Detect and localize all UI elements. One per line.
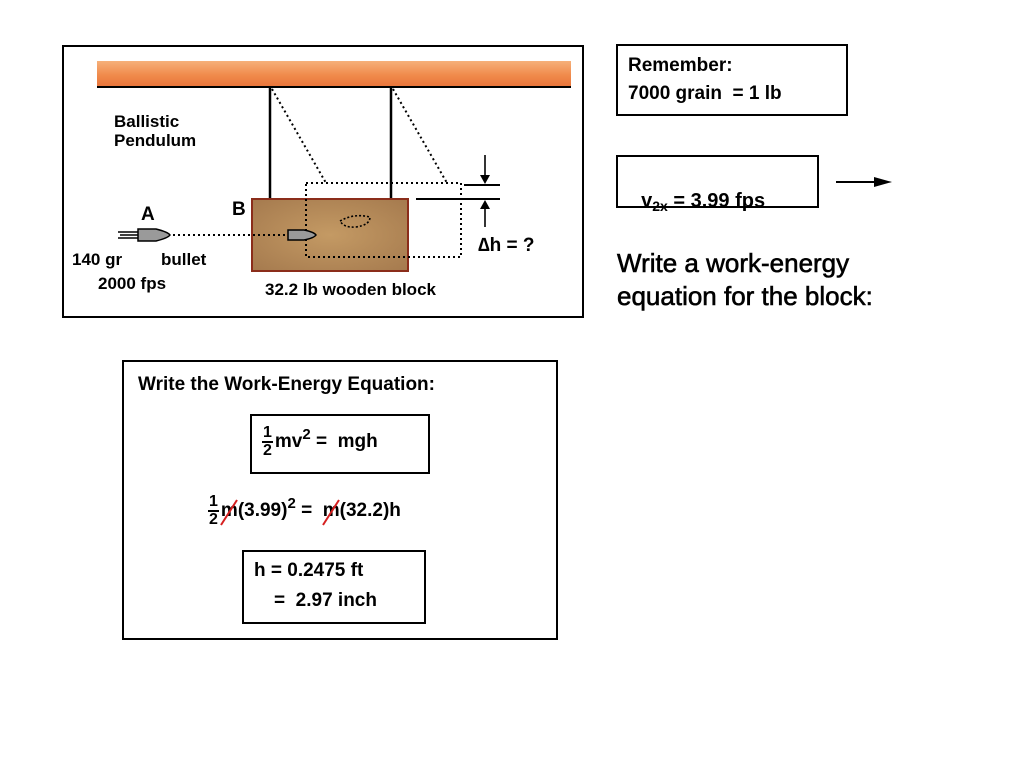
- instruction-text: Write a work-energy equation for the blo…: [617, 247, 873, 313]
- remember-title: Remember:: [628, 55, 733, 76]
- velocity-box: v2x = 3.99 fps: [616, 155, 819, 214]
- delta-h-label: ∆h = ?: [478, 235, 535, 256]
- instruction-line-2: equation for the block:: [617, 281, 873, 312]
- instruction-line-1: Write a work-energy: [617, 248, 850, 279]
- pendulum-drawing: [97, 61, 571, 272]
- equation-box-title: Write the Work-Energy Equation:: [138, 374, 435, 395]
- label-b: B: [232, 199, 246, 220]
- velocity-value: = 3.99 fps: [667, 190, 766, 212]
- displaced-block: [305, 182, 462, 258]
- label-a: A: [141, 204, 155, 225]
- result-box: h = 0.2475 ft = 2.97 inch: [242, 550, 426, 624]
- velocity-symbol: v: [641, 190, 653, 212]
- result-feet: h = 0.2475 ft: [254, 560, 364, 581]
- block-label: 32.2 lb wooden block: [265, 280, 436, 299]
- bullet-label: bullet: [161, 250, 207, 269]
- grain-conversion: 7000 grain = 1 lb: [628, 83, 782, 104]
- equation-2: 12m(3.99)2 = m(32.2)h: [208, 493, 401, 528]
- wooden-block: [251, 198, 409, 272]
- diagram-title: Ballistic Pendulum: [114, 112, 197, 150]
- ceiling-beam: [97, 61, 571, 87]
- velocity-subscript: 2x: [652, 198, 668, 214]
- arrow-right-icon: [836, 177, 892, 187]
- bullet-b: [287, 229, 317, 241]
- cancelled-mass-left: m: [220, 499, 238, 526]
- remember-box: Remember: 7000 grain = 1 lb: [616, 44, 848, 116]
- bullet-speed: 2000 fps: [98, 274, 167, 293]
- bullet-mass: 140 gr: [72, 250, 123, 269]
- result-inches: = 2.97 inch: [274, 590, 377, 611]
- strike-line-icon: [220, 499, 238, 526]
- bullet-a: [118, 228, 171, 242]
- cancelled-mass-right: m: [321, 499, 340, 526]
- strike-line-icon: [321, 499, 340, 526]
- pendulum-diagram: Ballistic Pendulum A B 140 gr bullet 200…: [62, 45, 584, 318]
